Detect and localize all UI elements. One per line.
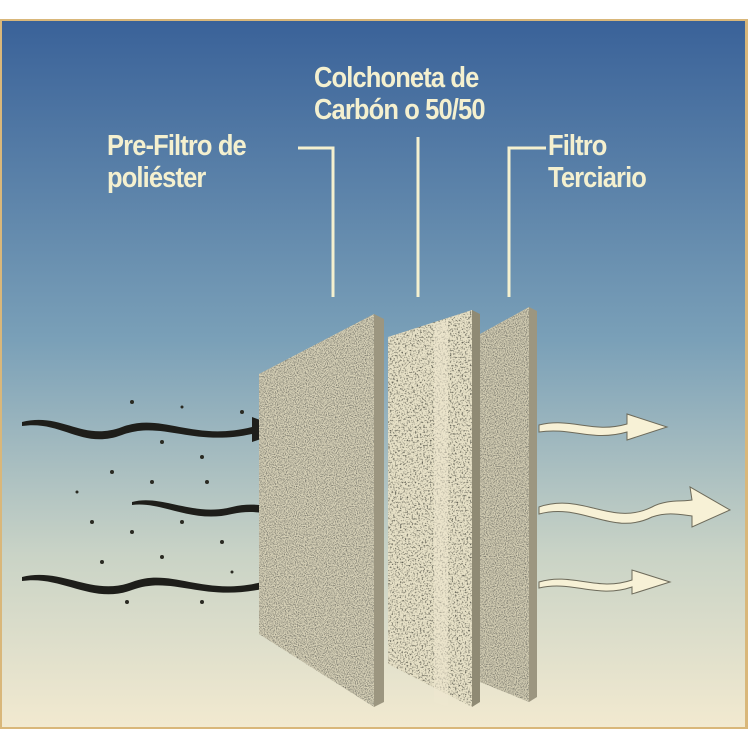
label-prefilter: Pre-Filtro de poliéster xyxy=(107,130,247,194)
label-tertiary-line1: Filtro xyxy=(548,130,607,162)
leader-line-prefilter xyxy=(298,146,335,297)
label-carbon-line1: Colchoneta de xyxy=(314,62,479,94)
label-carbon-line2: Carbón o 50/50 xyxy=(314,94,486,126)
dust-particles xyxy=(75,400,244,604)
filter-panel-tertiary xyxy=(480,307,537,702)
clean-arrow-3 xyxy=(538,569,672,595)
filter-diagram xyxy=(2,21,745,727)
clean-arrow-1 xyxy=(538,413,669,441)
clean-air-arrows xyxy=(538,413,732,595)
diagram-frame: Pre-Filtro de poliéster Colchoneta de Ca… xyxy=(0,19,748,729)
incoming-arrow-1 xyxy=(22,417,287,442)
label-prefilter-line2: poliéster xyxy=(107,162,206,194)
incoming-air-arrows xyxy=(22,417,342,597)
filter-panel-carbon xyxy=(388,310,480,707)
label-carbon: Colchoneta de Carbón o 50/50 xyxy=(314,62,486,126)
clean-arrow-2 xyxy=(538,486,732,528)
label-tertiary-line2: Terciario xyxy=(548,162,647,194)
incoming-arrow-2 xyxy=(132,498,342,522)
filter-panel-prefilter xyxy=(259,314,384,707)
leader-lines xyxy=(298,137,546,297)
incoming-arrow-3 xyxy=(22,572,297,597)
label-tertiary: Filtro Terciario xyxy=(548,130,647,194)
leader-line-tertiary xyxy=(507,146,546,297)
label-prefilter-line1: Pre-Filtro de xyxy=(107,130,247,162)
